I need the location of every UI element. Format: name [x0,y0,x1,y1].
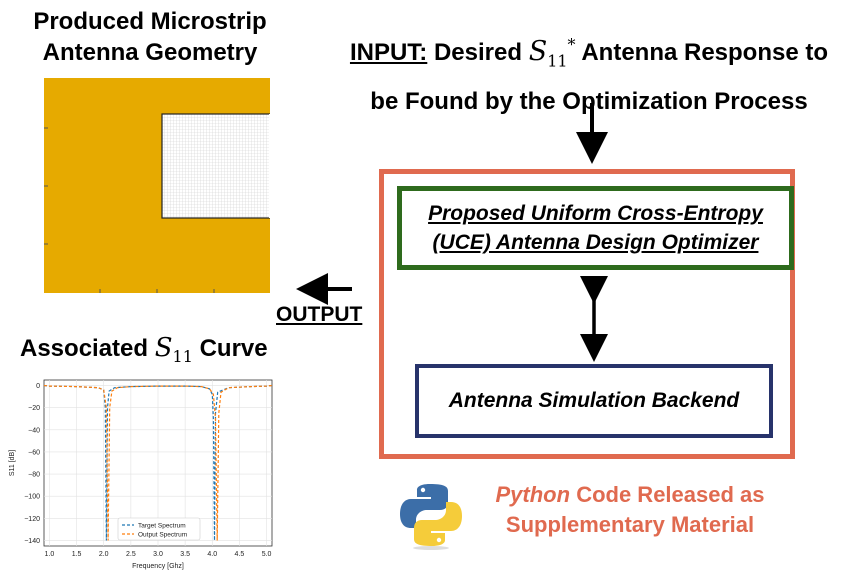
python-line1: Python Code Released as [495,482,765,507]
y-tick-label: −100 [24,494,40,501]
y-tick-label: −80 [28,472,40,479]
x-tick-label: 1.0 [45,551,55,558]
x-tick-label: 4.0 [207,551,217,558]
input-prefix: INPUT: [349,39,428,66]
y-tick-label: −140 [24,538,40,545]
y-tick-label: 0 [36,383,40,390]
y-tick-label: −20 [28,405,40,412]
y-tick-label: −120 [24,516,40,523]
s11-title-suffix: Curve [199,335,268,362]
input-line1: INPUT: Desired S11* Antenna Response to [322,24,856,81]
geometry-title-line1: Produced Microstrip [33,8,267,35]
optimizer-line1: Proposed Uniform Cross-Entropy [428,202,763,225]
x-tick-label: 3.5 [180,551,190,558]
x-tick-label: 4.5 [235,551,245,558]
input-text-a: Desired [433,39,523,66]
legend-label-1: Output Spectrum [138,532,187,539]
legend-label-0: Target Spectrum [138,523,186,530]
python-line2: Supplementary Material [505,512,755,537]
x-tick-label: 2.0 [99,551,109,558]
python-release-note: Python Code Released as Supplementary Ma… [460,480,800,540]
x-tick-label: 3.0 [153,551,163,558]
python-word: Python [495,482,571,507]
s11-star-symbol: S11* [528,35,576,71]
patch-slot [161,113,270,219]
y-tick-label: −40 [28,427,40,434]
geometry-title-line2: Antenna Geometry [42,39,258,66]
s11-title-prefix: Associated [20,335,149,362]
antenna-geometry [44,78,270,293]
series-line-1 [43,384,273,541]
x-tick-label: 2.5 [126,551,136,558]
y-tick-label: −60 [28,449,40,456]
legend-box [117,517,201,541]
uce-optimizer-box: Proposed Uniform Cross-Entropy (UCE) Ant… [397,186,794,270]
output-label: OUTPUT [276,303,363,326]
simulation-backend-box: Antenna Simulation Backend [415,364,773,438]
s11-title: Associated S11 Curve [20,333,268,366]
s11-symbol: S11 [154,333,193,367]
optimizer-line2: (UCE) Antenna Design Optimizer [432,231,759,254]
x-tick-label: 5.0 [262,551,272,558]
input-line2: be Found by the Optimization Process [370,88,808,116]
y-axis-label: S11 [dB] [9,450,16,476]
x-axis-label: Frequency [Ghz] [132,563,184,570]
input-description: INPUT: Desired S11* Antenna Response to … [322,24,856,122]
geometry-ticks [44,127,215,293]
geometry-title: Produced Microstrip Antenna Geometry [0,6,300,68]
s11-chart: 1.0 1.5 2.0 2.5 3.0 3.5 4.0 4.5 5.0 0 −20 −40 −60 −80… [9,379,273,570]
x-tick-label: 1.5 [72,551,82,558]
input-text-b: Antenna Response to [581,39,829,66]
python-logo-icon [400,484,462,550]
backend-label: Antenna Simulation Backend [448,389,740,412]
optimization-system-box [379,169,795,459]
